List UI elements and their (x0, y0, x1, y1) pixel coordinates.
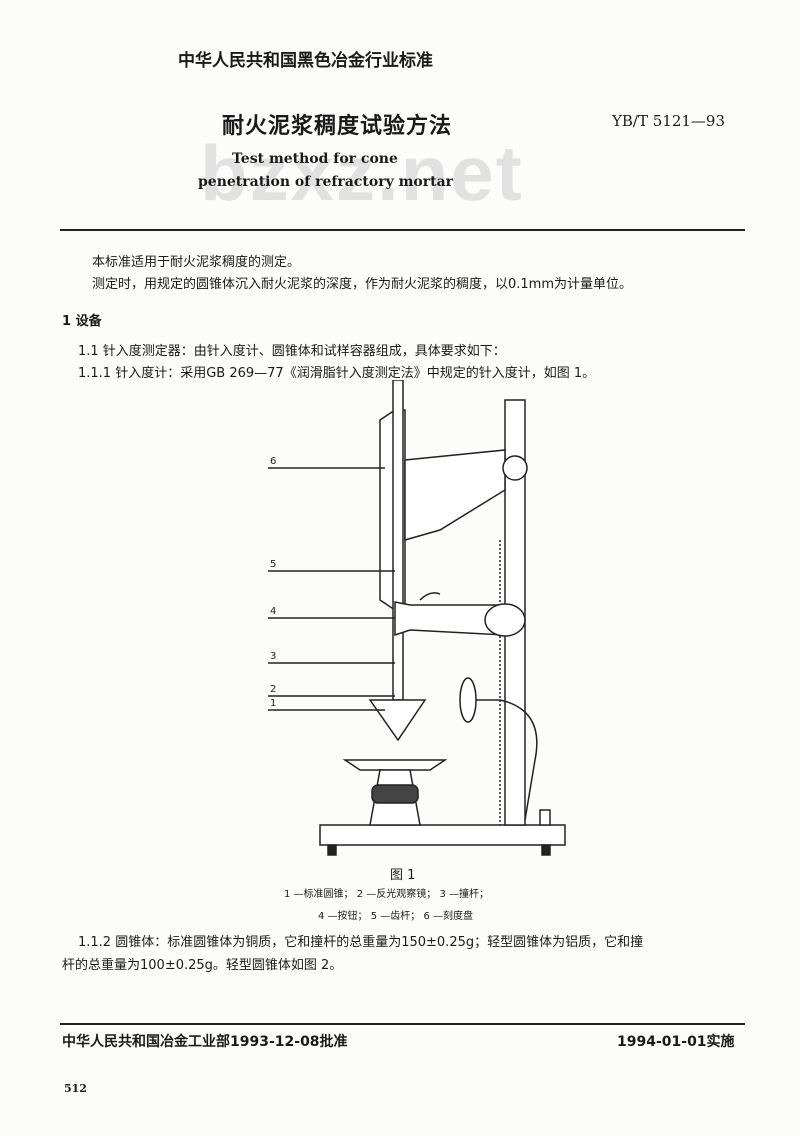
clause-1-1: 1.1 针入度测定器：由针入度计、圆锥体和试样容器组成，具体要求如下： (78, 344, 506, 359)
title-en-line1: Test method for cone (232, 151, 398, 167)
figure-caption: 图 1 (390, 868, 416, 883)
figure-label-3: 3 (270, 651, 276, 662)
figure-label-4: 4 (270, 606, 276, 617)
title-en-line2: penetration of refractory mortar (198, 174, 454, 190)
figure-label-5: 5 (270, 559, 276, 570)
figure-label-6: 6 (270, 456, 276, 467)
figure-legend-line1: 1 —标准圆锥； 2 —反光观察镜； 3 —撞杆； (284, 889, 489, 900)
clause-1-1-2: 1.1.2 圆锥体：标准圆锥体为铜质，它和撞杆的总重量为150±0.25g；轻型… (78, 935, 644, 950)
title-cn: 耐火泥浆稠度试验方法 (222, 114, 453, 139)
figure-1-penetrometer: 6 5 4 3 2 1 (268, 380, 566, 856)
header-rule (60, 229, 745, 231)
intro-para-2: 测定时，用规定的圆锥体沉入耐火泥浆的深度，作为耐火泥浆的稠度，以0.1mm为计量… (92, 277, 633, 292)
watermark: bzxz.net (200, 129, 524, 217)
clause-1-1-2-cont: 杆的总重量为100±0.25g。轻型圆锥体如图 2。 (62, 958, 343, 973)
figure-label-1: 1 (270, 698, 276, 709)
page-number: 512 (64, 1082, 87, 1095)
figure-legend-line2: 4 —按钮； 5 —齿杆； 6 —刻度盘 (318, 911, 473, 922)
issuing-org: 中华人民共和国黑色冶金行业标准 (178, 51, 433, 71)
effective-date: 1994-01-01实施 (617, 1034, 735, 1050)
section-heading-1: 1 设备 (62, 314, 102, 329)
footer-rule (60, 1023, 745, 1025)
intro-para-1: 本标准适用于耐火泥浆稠度的测定。 (92, 255, 301, 270)
approval-info: 中华人民共和国冶金工业部1993-12-08批准 (62, 1034, 348, 1050)
standard-number: YB/T 5121—93 (612, 112, 726, 130)
clause-1-1-1: 1.1.1 针入度计：采用GB 269—77《润滑脂针入度测定法》中规定的针入度… (78, 366, 596, 381)
figure-label-2: 2 (270, 684, 276, 695)
